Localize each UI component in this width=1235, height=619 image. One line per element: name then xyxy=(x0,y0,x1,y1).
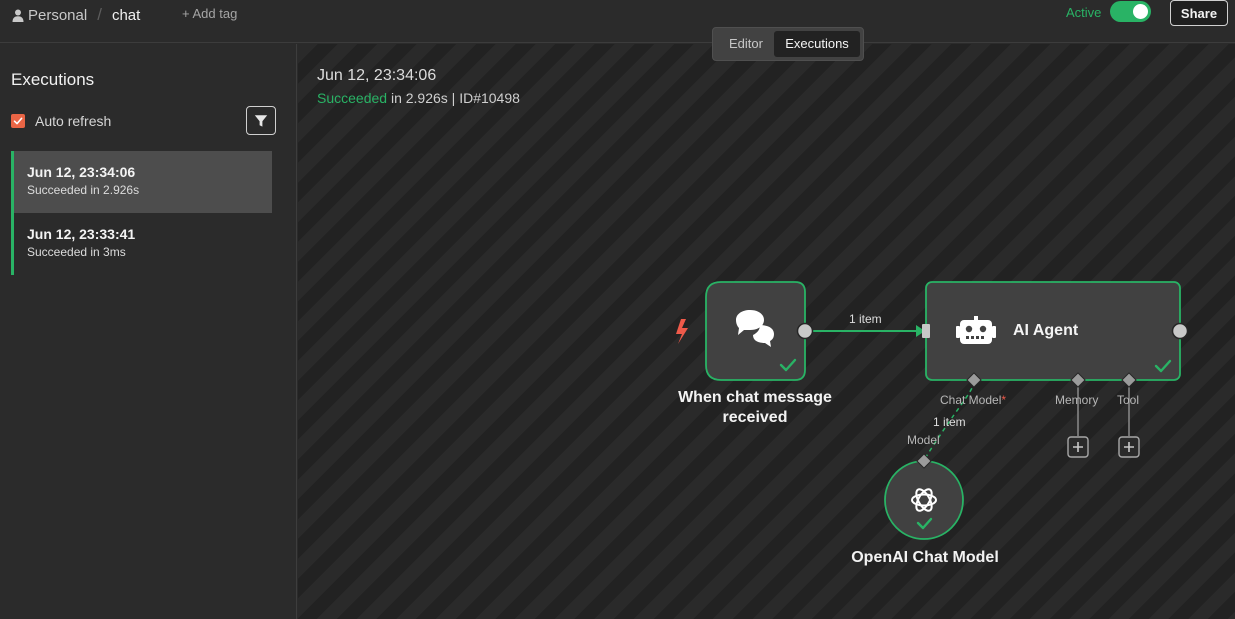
execution-status: Succeeded in 2.926s xyxy=(27,183,140,197)
add-memory-button[interactable] xyxy=(1067,436,1089,458)
breadcrumb-personal[interactable]: Personal xyxy=(28,6,88,24)
execution-separator: | xyxy=(447,90,460,106)
active-label: Active xyxy=(1066,5,1102,20)
breadcrumb-separator: / xyxy=(97,5,102,24)
openai-chat-model-node[interactable] xyxy=(884,453,964,540)
chat-model-port-text: Chat Model xyxy=(940,393,1002,407)
agent-input-port[interactable] xyxy=(922,324,930,338)
workflow-name[interactable]: chat xyxy=(111,6,141,24)
model-output-port[interactable] xyxy=(916,453,932,469)
breadcrumb: Personal / chat xyxy=(12,5,140,25)
execution-item[interactable]: Jun 12, 23:33:41 Succeeded in 3ms xyxy=(11,213,272,275)
mode-switch: Editor Executions xyxy=(712,27,864,61)
tool-port-label: Tool xyxy=(1117,393,1140,407)
trigger-node-label: When chat message received xyxy=(678,389,832,426)
execution-item[interactable]: Jun 12, 23:34:06 Succeeded in 2.926s xyxy=(11,151,272,213)
robot-icon xyxy=(956,316,996,344)
executions-sidebar: Executions Auto refresh Jun 12, 23:34:06… xyxy=(0,44,297,619)
auto-refresh-label: Auto refresh xyxy=(35,113,112,129)
execution-time: Jun 12, 23:34:06 xyxy=(27,164,136,180)
top-header: Personal / chat + Add tag Active Share xyxy=(0,0,1235,43)
chat-model-port[interactable] xyxy=(966,372,982,388)
filter-button[interactable] xyxy=(246,106,276,135)
execution-header: Jun 12, 23:34:06 Succeeded in 2.926s | I… xyxy=(317,67,520,106)
tool-port[interactable] xyxy=(1121,372,1137,388)
chat-bubbles-icon xyxy=(736,310,774,347)
ai-agent-title: AI Agent xyxy=(1013,322,1079,339)
toggle-knob xyxy=(1133,4,1148,19)
auto-refresh[interactable]: Auto refresh xyxy=(11,113,111,129)
execution-header-time: Jun 12, 23:34:06 xyxy=(317,67,437,84)
openai-node-label: OpenAI Chat Model xyxy=(851,549,999,566)
execution-id: ID#10498 xyxy=(459,90,520,106)
execution-status: Succeeded in 3ms xyxy=(27,245,126,259)
execution-status-text: Succeeded xyxy=(317,90,388,106)
node-success-checkmark-icon xyxy=(779,358,797,372)
share-button[interactable]: Share xyxy=(1170,0,1228,26)
trigger-bolt-icon xyxy=(676,319,688,344)
checkmark-icon xyxy=(13,117,23,125)
model-connection-item-count: 1 item xyxy=(933,415,966,429)
memory-port-label: Memory xyxy=(1055,393,1099,407)
openai-icon xyxy=(911,488,937,512)
chat-model-port-label: Chat Model* xyxy=(940,393,1006,407)
trigger-node[interactable] xyxy=(705,281,814,381)
memory-port[interactable] xyxy=(1070,372,1086,388)
auto-refresh-checkbox[interactable] xyxy=(11,114,25,128)
execution-summary: Succeeded in 2.926s | ID#10498 xyxy=(317,90,520,106)
execution-time: Jun 12, 23:33:41 xyxy=(27,226,136,242)
sidebar-title: Executions xyxy=(11,70,95,89)
user-icon xyxy=(12,9,24,22)
add-tool-button[interactable] xyxy=(1118,436,1140,458)
agent-output-port[interactable] xyxy=(1171,322,1189,340)
node-success-checkmark-icon xyxy=(916,517,933,530)
tab-executions[interactable]: Executions xyxy=(774,31,860,57)
ai-agent-node[interactable] xyxy=(922,281,1189,388)
workflow-graph xyxy=(676,281,1189,540)
execution-list: Jun 12, 23:34:06 Succeeded in 2.926s Jun… xyxy=(11,151,272,275)
execution-duration: in 2.926s xyxy=(387,90,448,106)
connection-arrow-icon xyxy=(916,325,925,337)
tab-editor[interactable]: Editor xyxy=(729,36,763,51)
active-toggle[interactable] xyxy=(1110,1,1151,22)
required-marker: * xyxy=(1001,393,1007,407)
trigger-output-port[interactable] xyxy=(796,322,814,340)
filter-icon xyxy=(254,114,268,127)
workflow-canvas[interactable]: Jun 12, 23:34:06 Succeeded in 2.926s | I… xyxy=(298,44,1235,619)
main-connection-item-count: 1 item xyxy=(849,312,882,326)
node-success-checkmark-icon xyxy=(1154,359,1172,373)
plus-icon xyxy=(1124,442,1134,452)
add-tag-link[interactable]: + Add tag xyxy=(182,6,238,21)
plus-icon xyxy=(1073,442,1083,452)
model-port-label: Model xyxy=(907,433,940,447)
